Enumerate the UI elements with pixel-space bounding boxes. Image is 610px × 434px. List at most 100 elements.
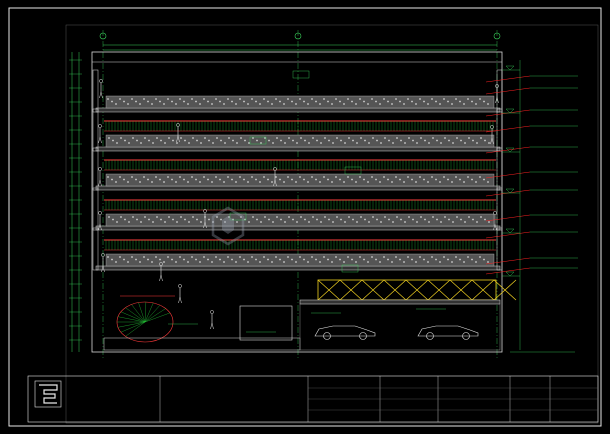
gravel-dot <box>363 258 365 261</box>
gravel-dot <box>172 218 174 221</box>
gravel-dot <box>451 181 453 183</box>
gravel-dot <box>412 139 414 142</box>
gravel-dot <box>112 218 114 221</box>
human-figure-leg <box>99 136 102 144</box>
gravel-dot <box>208 139 210 142</box>
truss-diagonal <box>339 279 363 301</box>
gravel-dot <box>135 258 137 261</box>
gravel-dot <box>212 142 214 144</box>
gravel-dot <box>139 103 141 105</box>
drawing-frame <box>65 24 599 424</box>
gravel-dot <box>188 221 190 223</box>
gravel-dot <box>180 216 182 218</box>
gravel-dot <box>364 218 366 221</box>
floor-tag-box <box>341 264 359 273</box>
gravel-dot <box>184 218 186 221</box>
gravel-dot <box>196 139 198 142</box>
gravel-dot <box>351 258 353 261</box>
gravel-dot <box>243 178 245 181</box>
bridge-deck <box>299 299 501 305</box>
gravel-dot <box>248 142 250 144</box>
gravel-dot <box>171 178 173 181</box>
gravel-dot <box>272 221 274 223</box>
gravel-dot <box>156 137 158 139</box>
gravel-dot <box>171 258 173 261</box>
gravel-dot <box>380 142 382 144</box>
gravel-dot <box>255 178 257 181</box>
human-figure-leg <box>99 179 102 187</box>
gravel-dot <box>199 103 201 105</box>
gravel-dot <box>304 218 306 221</box>
gravel-dot <box>264 137 266 139</box>
truss-diagonal <box>449 279 473 301</box>
gravel-dot <box>448 218 450 221</box>
gravel-dot <box>340 139 342 142</box>
human-figure-head <box>159 262 163 266</box>
gravel-dot <box>283 261 285 263</box>
human-figure-head <box>203 209 207 213</box>
gravel-dot <box>320 221 322 223</box>
floor-4 <box>92 187 503 231</box>
gravel-dot <box>344 142 346 144</box>
gravel-dot <box>115 103 117 105</box>
column <box>496 227 503 271</box>
gravel-dot <box>271 103 273 105</box>
gravel-dot <box>395 256 397 258</box>
gravel-dot <box>444 137 446 139</box>
grid-bubble-top <box>294 32 302 40</box>
gravel-dot <box>116 221 118 223</box>
gravel-dot <box>336 216 338 218</box>
gravel-dot <box>215 98 217 100</box>
gravel-dot <box>287 176 289 178</box>
gravel-dot <box>148 218 150 221</box>
gravel-dot <box>211 261 213 263</box>
gravel-dot <box>303 100 305 103</box>
gravel-dot <box>388 218 390 221</box>
gravel-dot <box>311 256 313 258</box>
gravel-dot <box>476 221 478 223</box>
gravel-dot <box>255 100 257 103</box>
gravel-dot <box>383 256 385 258</box>
gravel-dot <box>108 216 110 218</box>
gravel-dot <box>436 139 438 142</box>
gravel-dot <box>447 100 449 103</box>
gravel-dot <box>392 221 394 223</box>
gravel-dot <box>316 218 318 221</box>
gravel-dot <box>487 181 489 183</box>
gravel-dot <box>155 256 157 258</box>
gravel-dot <box>447 258 449 261</box>
gravel-dot <box>247 103 249 105</box>
gravel-dot <box>371 256 373 258</box>
gravel-dot <box>260 142 262 144</box>
stair-tread <box>144 302 154 323</box>
gravel-dot <box>383 176 385 178</box>
gravel-dot <box>112 139 114 142</box>
gravel-dot <box>167 98 169 100</box>
gravel-dot <box>348 216 350 218</box>
gravel-dot <box>347 176 349 178</box>
gravel-dot <box>327 100 329 103</box>
gravel-dot <box>359 256 361 258</box>
gravel-dot <box>404 221 406 223</box>
gravel-dot <box>219 100 221 103</box>
gravel-dot <box>399 100 401 103</box>
gravel-dot <box>276 216 278 218</box>
gravel-dot <box>355 261 357 263</box>
gravel-dot <box>251 98 253 100</box>
gravel-dot <box>463 261 465 263</box>
floor-2 <box>92 108 503 152</box>
gravel-dot <box>387 178 389 181</box>
gravel-dot <box>192 137 194 139</box>
gravel-dot <box>188 142 190 144</box>
gravel-dot <box>375 178 377 181</box>
floor-tag-box <box>292 70 310 79</box>
gravel-dot <box>251 256 253 258</box>
gravel-dot <box>328 139 330 142</box>
gravel-dot <box>251 176 253 178</box>
gravel-dot <box>195 258 197 261</box>
gravel-dot <box>439 261 441 263</box>
gravel-dot <box>203 176 205 178</box>
gravel-dot <box>192 216 194 218</box>
gravel-dot <box>264 216 266 218</box>
